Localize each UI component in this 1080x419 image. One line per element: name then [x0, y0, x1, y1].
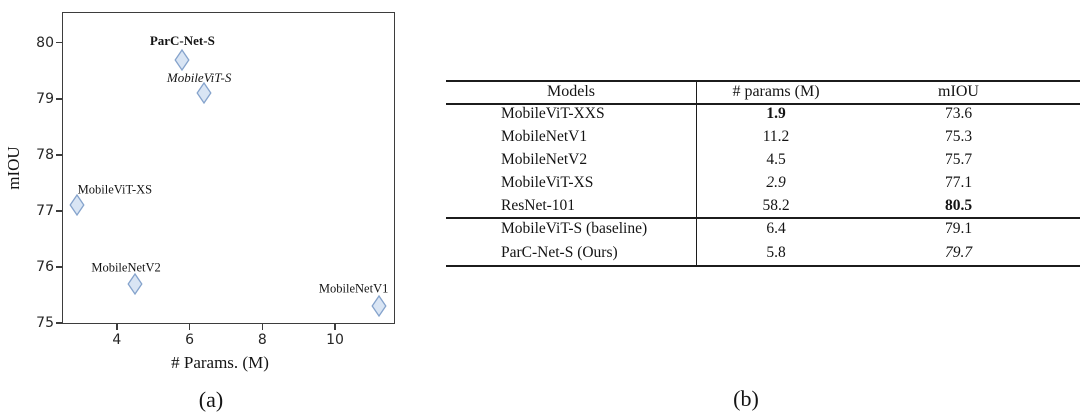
table-bottom-rule: [446, 265, 1080, 267]
y-tick-mark: [56, 42, 62, 44]
header-models: Models: [547, 82, 595, 100]
table-panel: Models # params (M) mIOU MobileViT-XXS 1.…: [430, 0, 1080, 419]
table-row: MobileNetV1 11.2 75.3: [446, 126, 1080, 149]
cell-miou: 73.6: [944, 105, 973, 123]
cell-miou: 77.1: [944, 173, 973, 191]
thin-diamond-icon: [371, 294, 387, 318]
header-miou: mIOU: [938, 82, 979, 100]
y-tick-mark: [56, 322, 62, 324]
y-tick-mark: [56, 98, 62, 100]
data-point-label: MobileNetV1: [318, 281, 389, 296]
cell-model: MobileViT-XXS: [501, 105, 605, 123]
data-point-marker: [174, 48, 190, 76]
x-tick-label: 10: [326, 332, 344, 348]
table-row: MobileViT-XS 2.9 77.1: [446, 171, 1080, 194]
data-point-marker: [127, 272, 143, 300]
table-row: ResNet-101 58.2 80.5: [446, 194, 1080, 217]
thin-diamond-icon: [69, 194, 85, 217]
cell-miou: 75.3: [944, 128, 973, 146]
y-tick-label: 77: [36, 202, 54, 219]
data-point-marker: [69, 194, 85, 221]
table-row: MobileViT-S (baseline) 6.4 79.1: [446, 217, 1080, 241]
y-tick-mark: [56, 210, 62, 212]
cell-model: MobileNetV1: [501, 128, 588, 146]
thin-diamond-icon: [174, 48, 190, 71]
table-header-rule: [446, 103, 1080, 105]
x-axis-label: # Params. (M): [171, 353, 269, 372]
table-mid-rule: [446, 217, 1080, 219]
table-column-separator: [696, 80, 698, 265]
cell-params: 2.9: [766, 173, 786, 191]
cell-miou: 79.1: [944, 220, 973, 237]
table-top-rule: [446, 80, 1080, 82]
cell-model: MobileViT-S (baseline): [501, 220, 648, 237]
table-row: MobileNetV2 4.5 75.7: [446, 149, 1080, 172]
cell-params: 1.9: [766, 105, 786, 123]
plot-area: [62, 12, 395, 324]
x-tick-label: 4: [112, 332, 122, 348]
x-tick-mark: [188, 324, 191, 330]
data-point-marker: [371, 294, 387, 322]
cell-params: 5.8: [766, 244, 786, 261]
cell-model: ResNet-101: [501, 196, 576, 214]
data-point-label: MobileNetV2: [91, 260, 161, 275]
cell-params: 58.2: [762, 196, 790, 214]
x-tick-label: 8: [257, 332, 267, 348]
data-point-label: MobileViT-S: [166, 70, 232, 86]
y-tick-label: 79: [36, 90, 54, 107]
cell-params: 6.4: [766, 220, 786, 237]
cell-miou: 79.7: [944, 244, 973, 261]
y-tick-mark: [56, 154, 62, 156]
cell-miou: 80.5: [944, 196, 973, 214]
data-point-label: MobileViT-XS: [77, 182, 153, 197]
cell-model: ParC-Net-S (Ours): [501, 244, 618, 261]
y-tick-label: 78: [36, 146, 54, 163]
y-tick-label: 76: [36, 258, 54, 275]
cell-model: MobileViT-XS: [501, 173, 594, 191]
cell-model: MobileNetV2: [501, 150, 588, 168]
thin-diamond-icon: [196, 82, 212, 105]
x-tick-label: 6: [185, 332, 195, 348]
header-params: # params (M): [732, 82, 820, 100]
x-tick-mark: [116, 324, 118, 330]
y-tick-label: 80: [36, 34, 54, 51]
cell-miou: 75.7: [944, 150, 973, 168]
y-tick-mark: [56, 266, 62, 268]
table-row: ParC-Net-S (Ours) 5.8 79.7: [446, 241, 1080, 265]
thin-diamond-icon: [127, 272, 143, 295]
cell-params: 4.5: [766, 150, 786, 168]
caption-b: (b): [733, 386, 759, 411]
x-tick-mark: [261, 324, 263, 330]
cell-params: 11.2: [762, 128, 790, 146]
table-row: MobileViT-XXS 1.9 73.6: [446, 103, 1080, 126]
scatter-panel: 75 76 77 78 79 80 4 6 8 10 ParC-Net-S MobileViT-S Mo…: [0, 0, 430, 419]
y-tick-label: 75: [36, 314, 54, 331]
data-point-label: ParC-Net-S: [149, 32, 215, 48]
table-header-row: Models # params (M) mIOU: [446, 80, 1080, 103]
x-tick-mark: [334, 324, 336, 330]
caption-a: (a): [198, 387, 224, 412]
data-point-marker: [196, 82, 212, 109]
